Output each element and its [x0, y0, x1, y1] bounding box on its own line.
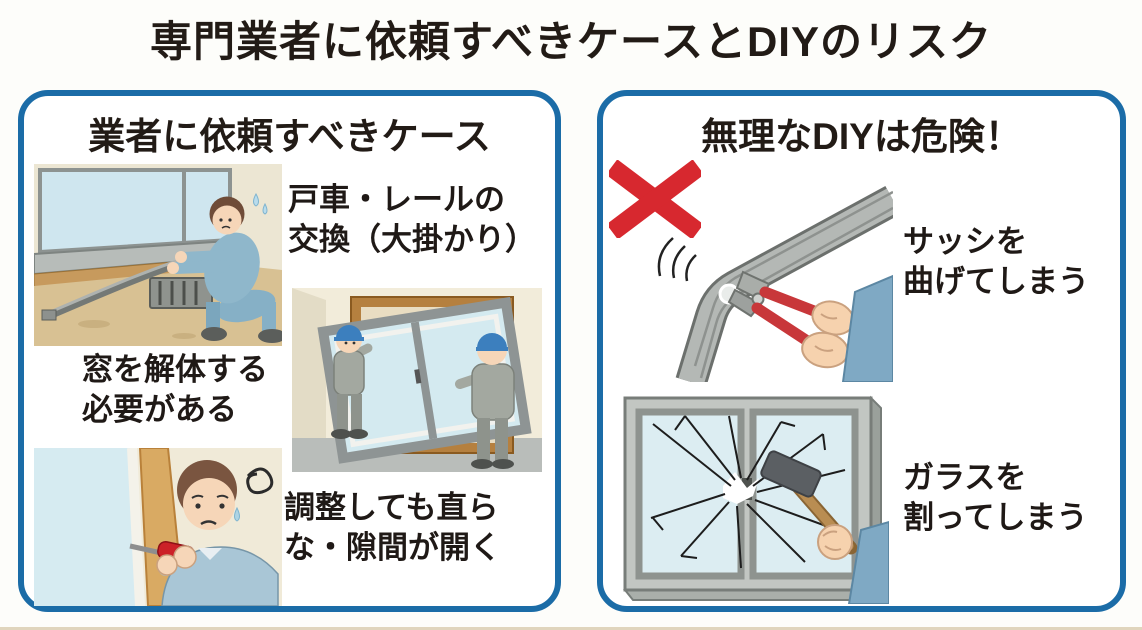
risk-label-break-glass: ガラスを 割ってしまう — [903, 460, 1088, 536]
sweat-drops-icon — [253, 192, 268, 215]
window-frame-icon — [622, 395, 884, 603]
page-title: 専門業者に依頼すべきケースとDIYのリスク — [150, 18, 992, 65]
screwdriver-icon — [129, 540, 197, 576]
left-panel-heading: 業者に依頼すべきケース — [88, 116, 491, 157]
sleeve-icon — [847, 520, 889, 604]
right-panel-diy-danger: 無理なDIYは危険！ — [597, 90, 1126, 612]
right-panel-heading: 無理なDIYは危険！ — [701, 116, 1022, 157]
worker-left-icon — [331, 325, 373, 439]
two-workers-carrying-window-illustration — [292, 288, 542, 472]
pliers-icon — [727, 270, 833, 352]
case-label-disassemble-window: 窓を解体する 必要がある — [82, 352, 268, 428]
prohibition-x-icon — [609, 160, 701, 238]
dizzy-swirl-icon — [246, 467, 274, 495]
hand-icon — [817, 524, 853, 560]
man-adjusting-window-with-screwdriver-illustration — [34, 448, 282, 606]
risk-label-bend-sash: サッシを 曲げてしまう — [903, 224, 1089, 300]
bottom-decorative-strip — [0, 627, 1142, 630]
left-panel-hire-professional: 業者に依頼すべきケース — [18, 90, 561, 612]
worker-right-icon — [455, 333, 515, 469]
hands-icon — [801, 300, 855, 369]
motion-lines-icon — [657, 237, 697, 282]
hammer-breaking-window-glass-illustration — [619, 390, 889, 604]
sleeve-icon — [841, 274, 893, 382]
crouching-man-icon — [167, 196, 282, 343]
case-label-adjustment-fails: 調整しても直ら な・隙間が開く — [284, 490, 501, 566]
case-label-rail-replacement: 戸車・レールの 交換（大掛かり） — [288, 182, 536, 258]
man-removing-bent-window-rail-illustration — [34, 164, 282, 346]
